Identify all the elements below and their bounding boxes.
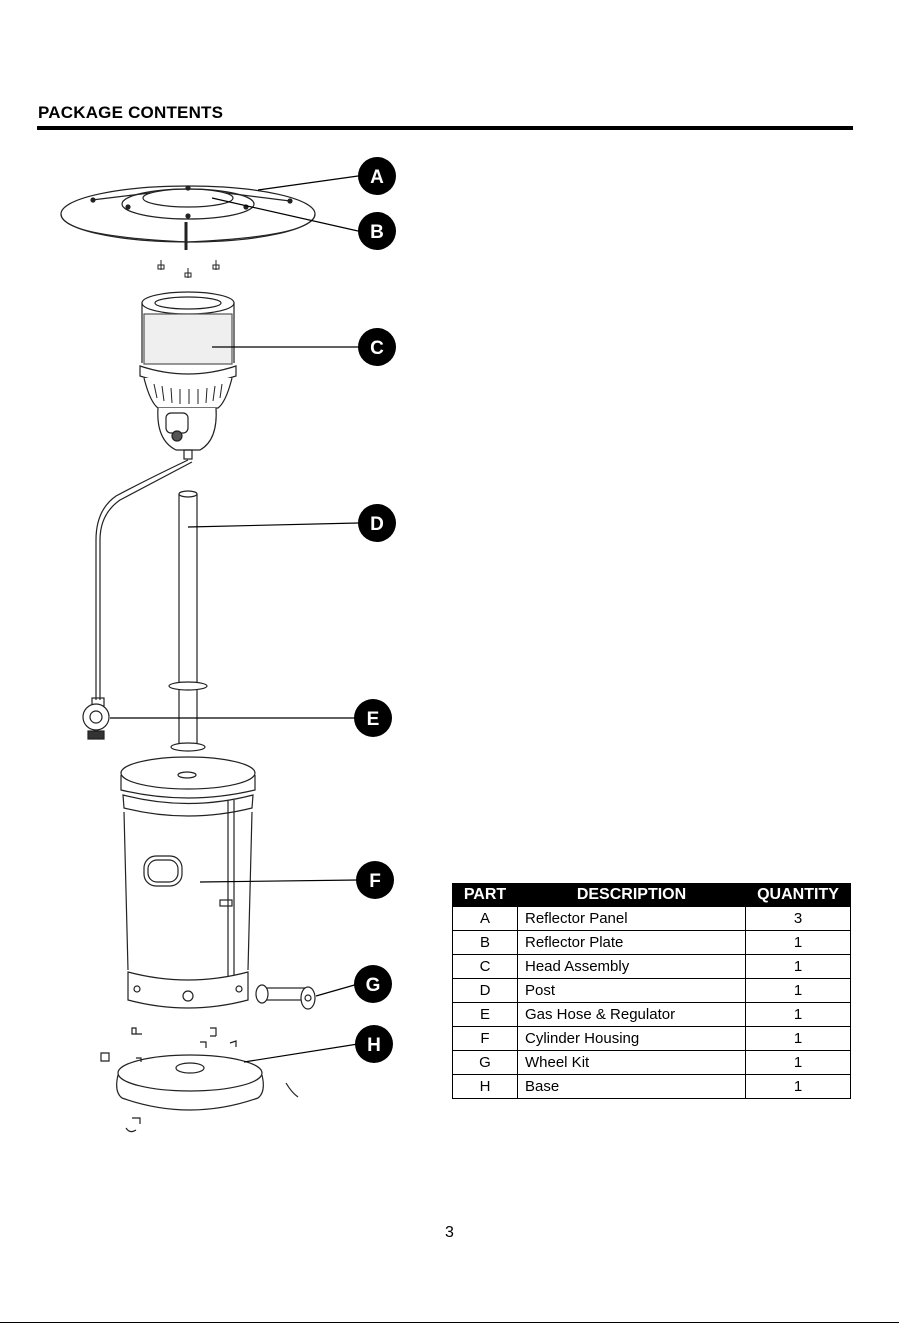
quantity-cell: 1 [746, 1075, 851, 1099]
quantity-cell: 1 [746, 955, 851, 979]
description-cell: Reflector Plate [518, 931, 746, 955]
callout-e: E [354, 699, 392, 737]
head-assembly-drawing [140, 292, 236, 459]
part-cell: F [453, 1027, 518, 1051]
callout-b: B [358, 212, 396, 250]
quantity-cell: 1 [746, 931, 851, 955]
description-cell: Wheel Kit [518, 1051, 746, 1075]
table-row: D Post 1 [453, 979, 851, 1003]
callout-a: A [358, 157, 396, 195]
quantity-cell: 1 [746, 1027, 851, 1051]
table-row: G Wheel Kit 1 [453, 1051, 851, 1075]
description-cell: Head Assembly [518, 955, 746, 979]
column-header-quantity: QUANTITY [746, 884, 851, 907]
callout-d: D [358, 504, 396, 542]
part-cell: B [453, 931, 518, 955]
gas-hose-drawing [83, 460, 192, 739]
description-cell: Base [518, 1075, 746, 1099]
quantity-cell: 3 [746, 907, 851, 931]
base-drawing [101, 1028, 298, 1132]
svg-text:F: F [369, 871, 381, 892]
table-row: A Reflector Panel 3 [453, 907, 851, 931]
column-header-part: PART [453, 884, 518, 907]
callout-h: H [355, 1025, 393, 1063]
svg-text:A: A [370, 167, 384, 188]
part-cell: C [453, 955, 518, 979]
post-drawing [169, 491, 207, 751]
svg-text:B: B [370, 222, 384, 243]
table-row: B Reflector Plate 1 [453, 931, 851, 955]
column-header-description: DESCRIPTION [518, 884, 746, 907]
part-cell: D [453, 979, 518, 1003]
table-row: C Head Assembly 1 [453, 955, 851, 979]
table-row: H Base 1 [453, 1075, 851, 1099]
cylinder-housing-drawing [121, 757, 255, 1008]
svg-text:H: H [367, 1035, 381, 1056]
table-row: F Cylinder Housing 1 [453, 1027, 851, 1051]
part-cell: G [453, 1051, 518, 1075]
svg-text:G: G [366, 975, 381, 996]
description-cell: Reflector Panel [518, 907, 746, 931]
description-cell: Cylinder Housing [518, 1027, 746, 1051]
wheel-kit-drawing [256, 985, 315, 1009]
parts-table: PART DESCRIPTION QUANTITY A Reflector Pa… [452, 883, 851, 1099]
quantity-cell: 1 [746, 1051, 851, 1075]
reflector-drawing [61, 186, 315, 278]
part-cell: A [453, 907, 518, 931]
bottom-rule [0, 1322, 899, 1323]
callout-g: G [354, 965, 392, 1003]
svg-text:C: C [370, 338, 384, 359]
callout-f: F [356, 861, 394, 899]
quantity-cell: 1 [746, 979, 851, 1003]
svg-text:E: E [367, 709, 380, 730]
part-cell: H [453, 1075, 518, 1099]
callout-markers: A B C D E F G H [354, 157, 396, 1063]
table-header-row: PART DESCRIPTION QUANTITY [453, 884, 851, 907]
description-cell: Post [518, 979, 746, 1003]
page-number: 3 [0, 1224, 899, 1242]
part-cell: E [453, 1003, 518, 1027]
table-row: E Gas Hose & Regulator 1 [453, 1003, 851, 1027]
callout-c: C [358, 328, 396, 366]
description-cell: Gas Hose & Regulator [518, 1003, 746, 1027]
quantity-cell: 1 [746, 1003, 851, 1027]
svg-text:D: D [370, 514, 384, 535]
